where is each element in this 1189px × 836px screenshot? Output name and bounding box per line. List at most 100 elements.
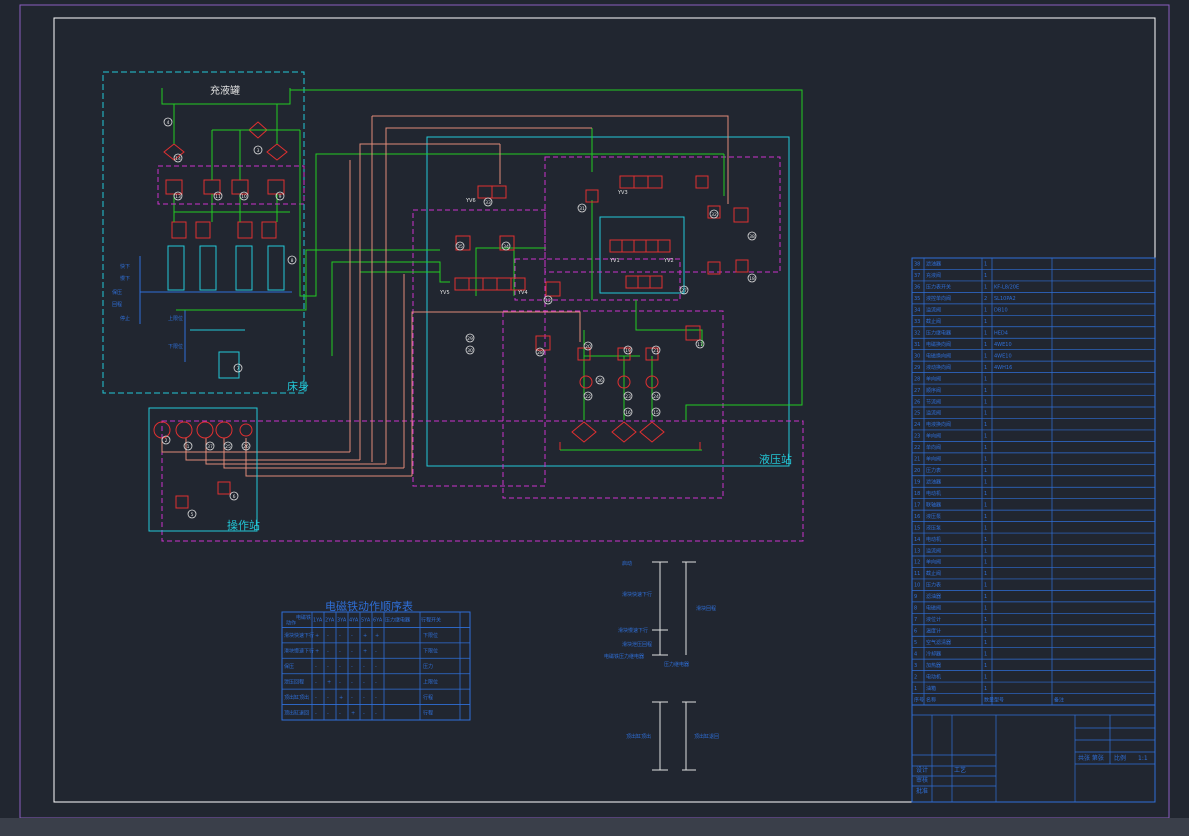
port-label-1: 快下: [120, 263, 130, 270]
ejector-cylinder: [218, 351, 240, 379]
parts-cell: 1: [984, 674, 987, 680]
parts-cell: HED4: [994, 331, 1008, 337]
title-sheet: 共张 第张: [1078, 754, 1104, 762]
parts-cell: 电动机: [926, 490, 941, 497]
part-balloon: 13: [173, 191, 183, 201]
sol-cell: +: [363, 633, 367, 639]
sol-cell: 下限位: [423, 632, 438, 639]
part-balloon: 2: [161, 435, 171, 445]
parts-cell: 冷却器: [926, 650, 941, 657]
tank-label: 充液罐: [210, 84, 240, 97]
parts-cell: 2: [984, 296, 987, 302]
balloon-number: 16: [625, 410, 631, 416]
balloon-number: 8: [291, 258, 294, 264]
part-balloon: 37: [205, 441, 215, 451]
sol-cell: -: [327, 633, 329, 639]
parts-cell: 溢流阀: [926, 547, 941, 554]
press-lower-label: 下限位: [168, 343, 183, 350]
sol-cell: +: [339, 695, 343, 701]
parts-cell: 1: [984, 457, 987, 463]
parts-cell: 1: [984, 594, 987, 600]
parts-cell: 电动机: [926, 673, 941, 680]
title-scale: 1:1: [1138, 755, 1148, 762]
balloon-number: 30: [467, 348, 473, 354]
parts-cell: 21: [914, 457, 920, 463]
part-balloon: 29: [465, 333, 475, 343]
timing-label-relay: 电磁铁压力继电器: [604, 653, 644, 660]
balloon-number: 19: [625, 348, 631, 354]
tank-outline: [161, 88, 291, 105]
parts-cell: 1: [984, 537, 987, 543]
balloon-number: 14: [175, 156, 181, 162]
sol-cell: -: [363, 664, 365, 670]
timing-bottom-left: 顶出缸顶出: [626, 733, 651, 740]
part-balloon: 26: [241, 441, 251, 451]
part-balloon: 10: [239, 191, 249, 201]
sol-cell: -: [351, 633, 353, 639]
parts-cell: 11: [914, 571, 920, 577]
parts-cell: 截止阀: [926, 318, 941, 325]
sol-cell: -: [375, 695, 377, 701]
balloon-number: 31: [579, 206, 585, 212]
balloon-number: 4: [167, 120, 170, 126]
sol-cell: -: [339, 649, 341, 655]
balloon-number: 12: [545, 298, 551, 304]
cylinder-2: [199, 245, 217, 291]
parts-cell: 1: [984, 571, 987, 577]
sol-cell: -: [315, 695, 317, 701]
station-label: 液压站: [759, 452, 792, 466]
parts-cell: 18: [914, 491, 920, 497]
sol-cell: 上限位: [423, 678, 438, 685]
parts-header-cell: 型号: [994, 696, 1004, 703]
part-balloon: 28: [535, 347, 545, 357]
parts-cell: 1: [984, 411, 987, 417]
part-balloon: 20: [583, 341, 593, 351]
balloon-number: 20: [585, 344, 591, 350]
parts-cell: KF-L8/20E: [994, 285, 1019, 291]
sol-cell: +: [315, 649, 319, 655]
sol-cell: +: [327, 679, 331, 685]
part-balloon: 18: [747, 273, 757, 283]
parts-cell: 32: [914, 331, 920, 337]
tag-yv4: YV4: [517, 290, 528, 296]
parts-cell: 加热器: [926, 662, 941, 669]
sol-col-header: 5YA: [361, 618, 371, 624]
filter-bed-2: [266, 143, 288, 161]
part-balloon: 6: [229, 491, 239, 501]
part-balloon: 14: [173, 153, 183, 163]
sol-row-action: 滑块慢速下行: [284, 648, 314, 655]
balloon-number: 11: [215, 194, 221, 200]
valve-bed-6: [195, 221, 211, 239]
parts-cell: 1: [984, 491, 987, 497]
parts-cell: 6: [914, 629, 917, 635]
part-balloon: 7: [233, 363, 243, 373]
sol-cell: -: [351, 664, 353, 670]
title-scale-label: 比例: [1114, 754, 1126, 762]
bed-label: 床身: [287, 379, 309, 393]
sol-row-action: 顶出缸顶出: [284, 694, 309, 701]
parts-cell: 38: [914, 262, 920, 268]
parts-cell: 1: [984, 331, 987, 337]
balloon-number: 25: [225, 444, 231, 450]
parts-cell: 37: [914, 273, 920, 279]
filter-station-1: [571, 421, 597, 443]
parts-cell: 1: [984, 422, 987, 428]
parts-cell: 温度计: [926, 628, 941, 635]
sol-cell: -: [363, 695, 365, 701]
station-outline: [426, 136, 790, 467]
parts-cell: 1: [984, 663, 987, 669]
sol-cell: -: [339, 664, 341, 670]
title-process: 工艺: [954, 766, 966, 774]
title-checker: 审核: [916, 776, 928, 784]
timing-diagram: 启动 滑块快速下行 滑块慢速下行 滑块泄压回程 电磁铁压力继电器 压力继电器 滑…: [604, 560, 719, 771]
part-balloon: 12: [543, 295, 553, 305]
parts-cell: 2: [914, 674, 917, 680]
parts-header-cell: 备注: [1054, 696, 1064, 703]
parts-cell: 35: [914, 296, 920, 302]
balloon-number: 3: [257, 148, 260, 154]
valve-bed-8: [261, 221, 277, 239]
sol-cell: -: [375, 679, 377, 685]
sol-cell: 行程: [423, 694, 433, 701]
